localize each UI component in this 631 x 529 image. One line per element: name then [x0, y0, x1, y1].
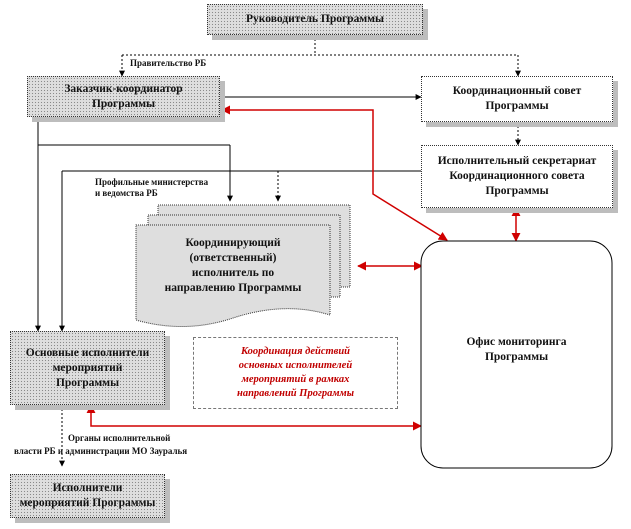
- label-government: Правительство РБ: [130, 58, 207, 68]
- label-authorities-2: власти РБ и администрации МО Зауралья: [14, 446, 188, 456]
- red-customer-office: [221, 105, 448, 241]
- label-ministries: Профильные министерства и ведомства РБ: [95, 177, 209, 198]
- coordination-note: Координация действий основных исполнител…: [193, 337, 398, 409]
- box-customer-coordinator: Заказчик-координатор Программы: [27, 76, 220, 117]
- box-coordination-council: Координационный совет Программы: [421, 76, 613, 122]
- box-main-executors: Основные исполнители мероприятий Програм…: [10, 331, 165, 405]
- office-frame: [420, 240, 613, 469]
- box-program-head: Руководитель Программы: [207, 4, 423, 35]
- label-authorities-1: Органы исполнительной: [68, 433, 171, 443]
- stack-sheet-front: [135, 224, 331, 328]
- red-main-office: [86, 404, 422, 431]
- box-measure-executors: Исполнители мероприятий Программы: [10, 474, 165, 518]
- box-executive-secretariat: Исполнительный секретариат Координационн…: [421, 145, 613, 208]
- box-coordinating-executor: Координирующий (ответственный) исполните…: [164, 237, 302, 294]
- box-monitoring-office: Офис мониторинга Программы: [466, 336, 567, 363]
